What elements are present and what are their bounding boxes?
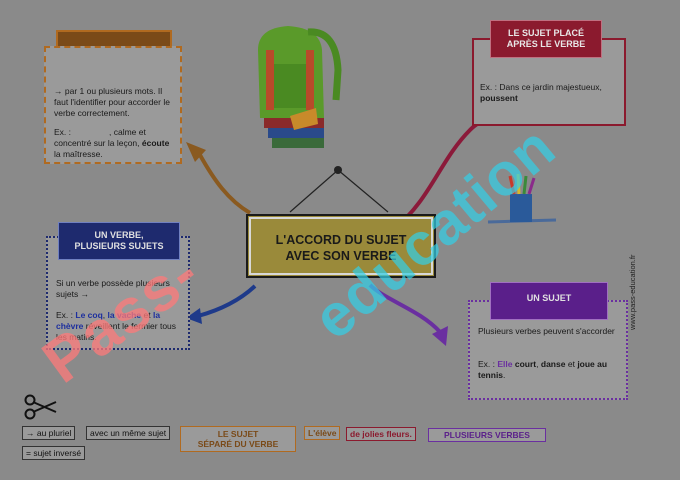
chip-leleve[interactable]: L'élève (304, 426, 341, 440)
left-example: Ex. : Le coq, la vache et la chèvre réve… (56, 310, 177, 342)
side-url: www.pass-education.fr (628, 254, 637, 330)
top-right-title-bar: LE SUJET PLACÉ APRÈS LE VERBE (490, 20, 602, 58)
right-title-bar: UN SUJET (490, 282, 608, 320)
chip-plusieurs-verbes[interactable]: PLUSIEURS VERBES (428, 428, 546, 442)
chip-jolies-fleurs[interactable]: de jolies fleurs. (346, 427, 416, 441)
scissors-icon (24, 394, 57, 420)
chip-avec-meme-sujet[interactable]: avec un même sujet (86, 426, 171, 440)
top-right-verb: poussent (480, 93, 518, 103)
chip-sujet-inverse[interactable]: = sujet inversé (22, 446, 86, 460)
chip-sujet-separe[interactable]: LE SUJET SÉPARÉ DU VERBE (180, 426, 296, 452)
top-left-example: Ex. :, calme et concentré sur la leçon, … (54, 127, 170, 159)
top-right-example: Ex. : Dans ce jardin majestueux, (480, 82, 602, 92)
main-title: L'ACCORD DU SUJET AVEC SON VERBE (246, 214, 436, 278)
backpack-icon (258, 26, 342, 148)
left-title-bar: UN VERBE, PLUSIEURS SUJETS (58, 222, 180, 260)
top-left-text-1: → par 1 ou plusieurs mots. Il faut l'ide… (54, 86, 170, 118)
right-example: Ex. : Elle court, danse et joue au tenni… (478, 359, 608, 380)
top-left-card: → par 1 ou plusieurs mots. Il faut l'ide… (44, 46, 182, 164)
left-text-1: Si un verbe possède plusieurs sujets → (56, 278, 170, 299)
pencil-cup-icon (487, 173, 557, 224)
right-text-1: Plusieurs verbes peuvent s'accorder (478, 326, 615, 336)
chip-au-pluriel[interactable]: → au pluriel (22, 426, 76, 440)
